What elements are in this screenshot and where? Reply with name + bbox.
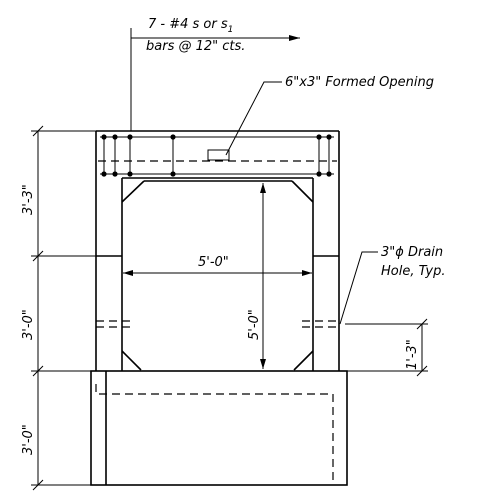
base-hidden-line [95, 384, 334, 485]
base-slab [90, 370, 348, 486]
chamfer-top-right [291, 180, 314, 203]
formed-opening-label: 6"x3" Formed Opening [285, 75, 434, 90]
bar-dot [101, 134, 107, 140]
base-slab-outline [90, 370, 348, 486]
leaders [130, 28, 378, 325]
bar-dot [112, 171, 118, 177]
bar-dot [326, 134, 332, 140]
drain-holes [96, 320, 339, 328]
arrowhead [123, 270, 133, 276]
bar-dot [170, 134, 176, 140]
drain-hole-leader [339, 251, 378, 325]
upper-structure [95, 130, 340, 371]
chamfer-bottom-right [293, 350, 314, 371]
bar-dot [127, 171, 133, 177]
bar-dot [316, 134, 322, 140]
drain-label-line1: 3"ϕ Drain [381, 245, 443, 260]
arrowhead [260, 183, 266, 193]
chamfer-bottom-left [121, 350, 142, 371]
tick [32, 250, 44, 262]
bar-dot [101, 171, 107, 177]
inner-height-dim: 5'-0" [247, 309, 262, 340]
chamfer-top-left [121, 180, 145, 203]
bar-dot [316, 171, 322, 177]
interior-dimensions [123, 183, 312, 369]
tick [416, 318, 428, 330]
left-dimensions [31, 125, 96, 491]
bar-dot [112, 134, 118, 140]
formed-opening [207, 149, 230, 161]
bar-dot [127, 134, 133, 140]
formed-opening-leader [225, 81, 282, 156]
top-height-dim: 3'-3" [21, 184, 36, 215]
bottom-height-dim: 3'-0" [21, 424, 36, 455]
inner-width-dim: 5'-0" [198, 255, 229, 270]
bars-label-line1: 7 - #4 s or s1 [148, 17, 233, 35]
tick [32, 125, 44, 137]
inner-opening [121, 180, 314, 371]
tick [32, 479, 44, 491]
drain-dimension [345, 318, 428, 377]
bar-dot [326, 171, 332, 177]
drain-label-line2: Hole, Typ. [381, 264, 446, 279]
bar-dot [170, 171, 176, 177]
bars-label-line2: bars @ 12" cts. [146, 39, 245, 54]
tick [416, 365, 428, 377]
arrowhead [302, 270, 312, 276]
arrowhead [260, 359, 266, 369]
bars-leader-arrow [289, 35, 300, 41]
middle-height-dim: 3'-0" [21, 309, 36, 340]
reinforcement [98, 134, 337, 177]
tick [32, 365, 44, 377]
drain-height-dim: 1'-3" [405, 339, 420, 370]
